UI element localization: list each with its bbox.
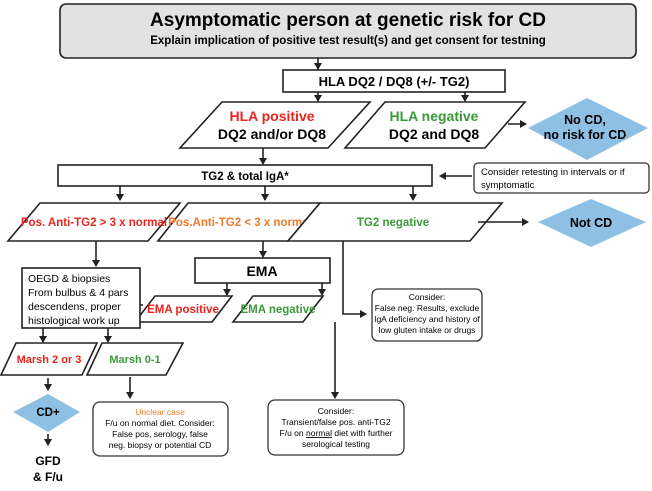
note-line: low gluten intake or drugs bbox=[379, 325, 476, 335]
note-line: F/u on normal diet with further bbox=[280, 428, 393, 438]
transient-note: Consider: Transient/false pos. anti-TG2 … bbox=[267, 399, 405, 456]
note-line: Transient/false pos. anti-TG2 bbox=[281, 417, 391, 427]
ema-test-box: EMA bbox=[194, 257, 331, 284]
note-line: F/u on normal diet. Consider: bbox=[105, 418, 215, 428]
note-line: serological testing bbox=[302, 439, 370, 449]
note-line: IgA deficiency and history of bbox=[374, 314, 480, 324]
tg2-low-node: Pos.Anti-TG2 < 3 x normal bbox=[156, 202, 322, 242]
no-cd-label: No CD, bbox=[564, 113, 606, 127]
no-cd-detail: no risk for CD bbox=[544, 128, 627, 142]
marsh-high-node: Marsh 2 or 3 bbox=[0, 342, 99, 376]
marsh-high-label: Marsh 2 or 3 bbox=[17, 354, 82, 366]
note-line: neg. biopsy or potential CD bbox=[109, 440, 212, 450]
ema-negative-node: EMA negative bbox=[231, 295, 325, 323]
hla-test-label: HLA DQ2 / DQ8 (+/- TG2) bbox=[319, 74, 470, 89]
gfd-label: & F/u bbox=[33, 470, 63, 484]
note-line: Consider: bbox=[318, 406, 354, 416]
tg2-test-label: TG2 & total IgA* bbox=[201, 171, 289, 183]
tg2-negative-node: TG2 negative bbox=[286, 202, 504, 242]
cd-positive-diamond: CD+ bbox=[13, 394, 80, 432]
header-title: Asymptomatic person at genetic risk for … bbox=[150, 10, 546, 31]
marsh-low-label: Marsh 0-1 bbox=[109, 354, 160, 366]
cd-positive-label: CD+ bbox=[36, 407, 60, 419]
retest-note: Consider retesting in intervals or if sy… bbox=[473, 162, 650, 194]
arrow bbox=[342, 241, 367, 318]
header-box: Asymptomatic person at genetic risk for … bbox=[59, 3, 637, 59]
unclear-case-title: Unclear case bbox=[135, 407, 185, 417]
note-line: False neg. Results, exclude bbox=[375, 303, 480, 313]
biopsy-line: descendens, proper bbox=[28, 301, 121, 313]
ema-negative-label: EMA negative bbox=[241, 304, 316, 316]
marsh-low-node: Marsh 0-1 bbox=[85, 342, 185, 376]
no-cd-diamond: No CD, no risk for CD bbox=[528, 98, 648, 160]
biopsy-line: OEGD & biopsies bbox=[28, 273, 110, 285]
retest-note-line: Consider retesting in intervals or if bbox=[481, 167, 625, 178]
ema-positive-node: EMA positive bbox=[133, 295, 234, 323]
biopsy-line: From bulbus & 4 pars bbox=[28, 287, 128, 299]
hla-positive-label: HLA positive bbox=[229, 108, 314, 124]
hla-test-box: HLA DQ2 / DQ8 (+/- TG2) bbox=[282, 69, 506, 93]
tg2-test-box: TG2 & total IgA* bbox=[57, 164, 433, 187]
ema-test-label: EMA bbox=[246, 263, 277, 279]
tg2-high-node: Pos. Anti-TG2 > 3 x normal bbox=[6, 202, 182, 242]
hla-positive-detail: DQ2 and/or DQ8 bbox=[218, 126, 326, 142]
hla-negative-detail: DQ2 and DQ8 bbox=[389, 126, 479, 142]
note-line: Consider: bbox=[409, 292, 445, 302]
gfd-label: GFD bbox=[35, 454, 61, 468]
false-negative-note: Consider: False neg. Results, exclude Ig… bbox=[371, 288, 483, 342]
tg2-negative-label: TG2 negative bbox=[357, 217, 429, 229]
biopsy-line: histological work up bbox=[28, 315, 120, 327]
hla-negative-node: HLA negative DQ2 and DQ8 bbox=[343, 101, 527, 149]
hla-positive-node: HLA positive DQ2 and/or DQ8 bbox=[178, 101, 372, 149]
unclear-case-note: Unclear case F/u on normal diet. Conside… bbox=[92, 401, 229, 457]
note-line: False pos, serology, false bbox=[112, 429, 208, 439]
not-cd-diamond: Not CD bbox=[538, 199, 646, 247]
biopsy-box: OEGD & biopsies From bulbus & 4 pars des… bbox=[21, 267, 141, 329]
hla-negative-label: HLA negative bbox=[390, 108, 479, 124]
ema-positive-label: EMA positive bbox=[147, 304, 219, 316]
header-subtitle: Explain implication of positive test res… bbox=[150, 35, 546, 47]
not-cd-label: Not CD bbox=[570, 216, 612, 230]
tg2-high-label: Pos. Anti-TG2 > 3 x normal bbox=[21, 217, 167, 229]
tg2-low-label: Pos.Anti-TG2 < 3 x normal bbox=[168, 217, 311, 229]
retest-note-line: symptomatic bbox=[481, 180, 535, 191]
